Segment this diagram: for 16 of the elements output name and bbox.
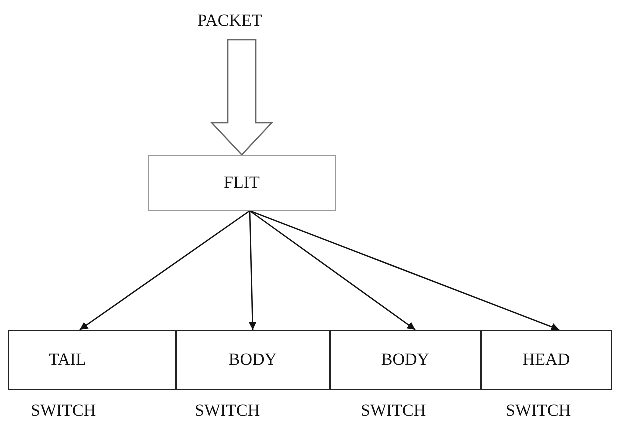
- arrow: [248, 210, 257, 330]
- node-label: FLIT: [224, 173, 260, 193]
- caption-label: SWITCH: [506, 401, 572, 421]
- node-label: PACKET: [198, 11, 262, 31]
- caption-label: SWITCH: [361, 401, 426, 421]
- node-label: BODY: [228, 350, 278, 370]
- arrow: [250, 210, 416, 331]
- node-label: TAIL: [49, 350, 86, 370]
- block-arrow: [210, 39, 274, 156]
- arrow: [250, 210, 560, 331]
- caption-label: SWITCH: [195, 401, 260, 421]
- caption-label: SWITCH: [31, 401, 96, 421]
- process-box: [148, 155, 336, 211]
- node-label: BODY: [381, 350, 430, 370]
- arrow: [80, 210, 250, 331]
- node-label: HEAD: [522, 350, 570, 370]
